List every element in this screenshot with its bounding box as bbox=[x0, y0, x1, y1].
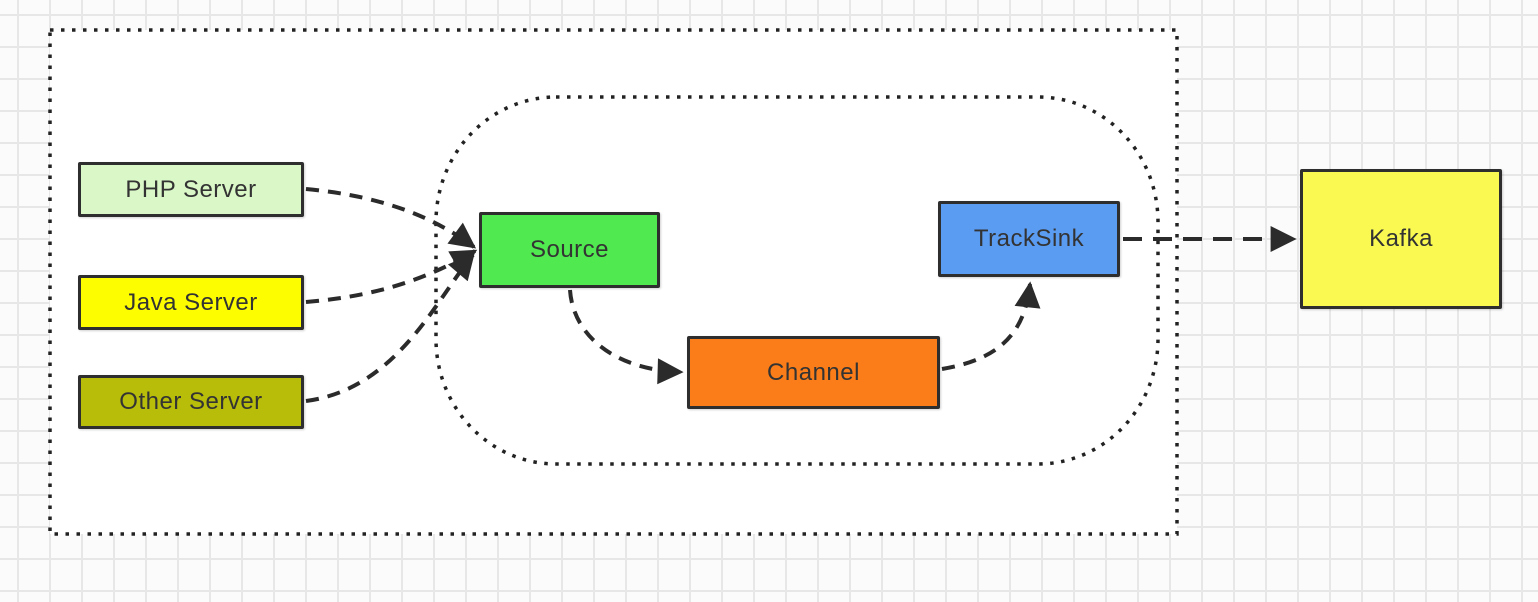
edge-source-to-channel bbox=[568, 289, 684, 385]
edge-php-server-to-source bbox=[305, 187, 477, 249]
inner-dotted-boundary bbox=[434, 95, 1160, 466]
node-source[interactable]: Source bbox=[479, 212, 660, 288]
node-kafka-label: Kafka bbox=[1369, 225, 1433, 252]
node-other-server[interactable]: Other Server bbox=[78, 375, 304, 429]
node-other-server-label: Other Server bbox=[119, 388, 263, 415]
node-tracksink-label: TrackSink bbox=[973, 225, 1085, 252]
edge-other-server-to-source bbox=[305, 253, 475, 403]
node-tracksink[interactable]: TrackSink bbox=[938, 201, 1120, 277]
node-channel[interactable]: Channel bbox=[687, 336, 940, 409]
node-kafka[interactable]: Kafka bbox=[1300, 169, 1502, 309]
node-php-server-label: PHP Server bbox=[125, 175, 257, 203]
node-java-server[interactable]: Java Server bbox=[78, 275, 304, 330]
node-php-server[interactable]: PHP Server bbox=[78, 162, 304, 217]
node-java-server-label: Java Server bbox=[124, 288, 258, 316]
edge-channel-to-tracksink bbox=[941, 281, 1041, 371]
node-source-label: Source bbox=[529, 236, 610, 263]
node-channel-label: Channel bbox=[767, 358, 860, 386]
